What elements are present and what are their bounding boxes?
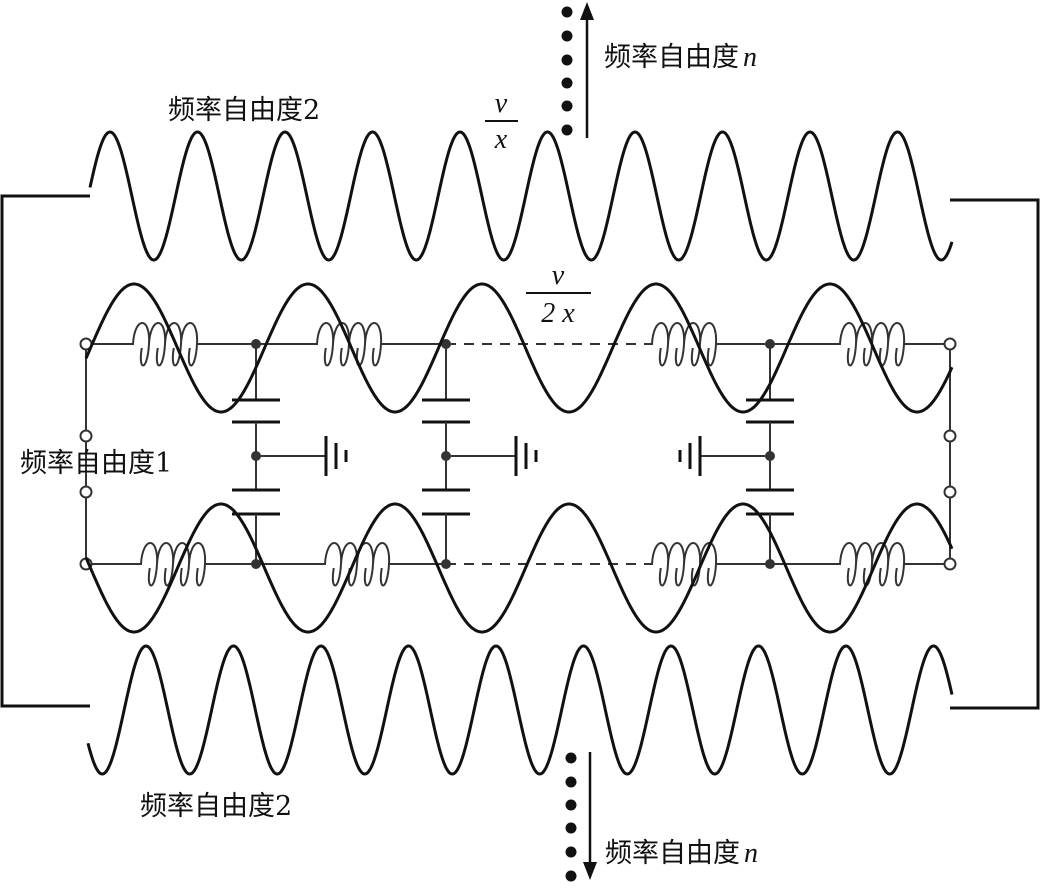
dot-bottom-4: [565, 822, 577, 834]
inductor-top-3: [645, 322, 723, 367]
terminal-bottom-2: [943, 557, 957, 571]
rung-3-node-top: [765, 339, 775, 349]
up-arrowhead: [580, 2, 594, 20]
inner-waves: [84, 282, 954, 634]
fraction-v-over-x-denominator: x: [494, 124, 508, 155]
rung-2-node-top: [441, 339, 451, 349]
dot-bottom-5: [565, 846, 577, 858]
boundary-right: [950, 198, 1040, 710]
label-freq-dof-n-top-text: 频率自由度: [604, 42, 739, 73]
circuit: [79, 322, 957, 587]
rung-1-node-top: [251, 339, 261, 349]
inductor-top-1: [126, 322, 204, 367]
inductor-bottom-3: [645, 542, 723, 587]
label-freq-dof-2-top: 频率自由度2: [168, 95, 320, 126]
dot-top-5: [561, 100, 573, 112]
ellipsis-dots: [561, 6, 577, 882]
bottom-wave: [86, 644, 954, 776]
dot-top-4: [561, 77, 573, 89]
dot-bottom-3: [565, 799, 577, 811]
inductor-bottom-2: [318, 542, 396, 587]
terminal-mid-b-2: [943, 485, 957, 499]
down-arrowhead: [583, 862, 597, 880]
rung-1-node-bottom: [251, 559, 261, 569]
dot-top-3: [561, 54, 573, 66]
outer-boundary: [0, 194, 1040, 710]
terminal-top-2: [943, 337, 957, 351]
terminal-mid-a-1: [79, 429, 93, 443]
terminal-mid-b-1: [79, 485, 93, 499]
lower-inner-wave: [84, 502, 954, 634]
label-freq-dof-n-bottom-var: n: [744, 838, 758, 869]
dot-bottom-6: [565, 870, 577, 882]
top-wave: [88, 130, 954, 262]
fraction-v-over-2x-denominator: 2 x: [541, 298, 575, 329]
boundary-left: [0, 194, 90, 708]
dot-bottom-2: [565, 776, 577, 788]
label-freq-dof-2-bottom: 频率自由度2: [140, 791, 292, 822]
outer-waves: [86, 130, 954, 776]
dot-top-2: [561, 30, 573, 42]
dot-top-1: [561, 6, 573, 18]
inductor-bottom-1: [134, 542, 212, 587]
rung-2-node-bottom: [441, 559, 451, 569]
upper-inner-wave: [84, 282, 954, 414]
fraction-v-over-x-numerator: v: [495, 88, 508, 119]
inductor-bottom-4: [833, 542, 911, 587]
dot-top-6: [561, 124, 573, 136]
rung-3-node-bottom: [765, 559, 775, 569]
dot-bottom-1: [565, 752, 577, 764]
label-freq-dof-1: 频率自由度1: [20, 448, 172, 479]
fraction-v-over-2x-numerator: v: [552, 260, 565, 291]
label-freq-dof-n-bottom-text: 频率自由度: [605, 838, 740, 869]
terminal-mid-a-2: [943, 429, 957, 443]
label-freq-dof-n-top-var: n: [743, 42, 757, 73]
